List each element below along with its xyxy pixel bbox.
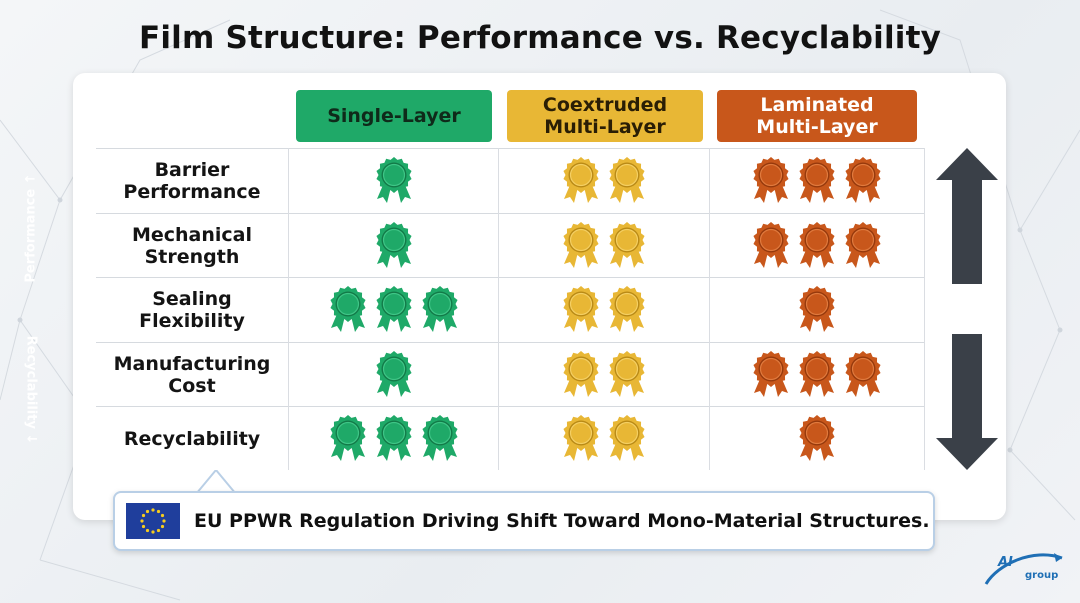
award-badge-icon [609,222,645,268]
award-badge-icon [375,157,412,203]
row-label-barrier-performance: Barrier Performance [96,149,288,213]
up-arrow-icon [936,148,998,284]
award-badge-icon [563,286,599,332]
award-badge-icon [609,157,645,203]
award-badge-icon [329,286,366,332]
rating-cell [499,278,709,342]
comparison-card [73,73,1006,520]
rating-cell [289,214,498,278]
performance-recyclability-arrow [936,148,998,470]
column-divider [498,148,499,470]
award-badge-icon [753,157,789,203]
award-badge-icon [563,351,599,397]
down-arrow-icon [936,334,998,470]
logo-text-secondary: group [1025,570,1059,581]
award-badge-icon [421,286,458,332]
column-divider [288,148,289,470]
row-label-text: Sealing Flexibility [139,288,245,332]
rating-cell [710,278,924,342]
row-label-text: Barrier Performance [123,159,261,203]
rating-cell [289,343,498,407]
row-label-text: Manufacturing Cost [113,353,271,397]
row-label-recyclability: Recyclability [96,407,288,471]
award-badge-icon [375,222,412,268]
column-header-laminated: Laminated Multi-Layer [717,90,917,142]
rating-cell [289,407,498,471]
row-divider [96,342,924,343]
award-badge-icon [375,286,412,332]
column-divider [709,148,710,470]
award-badge-icon [845,222,881,268]
rating-cell [710,407,924,471]
award-badge-icon [799,157,835,203]
row-label-sealing-flexibility: Sealing Flexibility [96,278,288,342]
award-badge-icon [753,351,789,397]
recyclability-axis-label: Recyclability ↓ [23,335,39,445]
award-badge-icon [609,286,645,332]
performance-axis-label: Performance ↑ [23,173,39,283]
award-badge-icon [609,415,645,461]
rating-cell [499,214,709,278]
row-label-text: Recyclability [123,428,261,450]
row-label-manufacturing-cost: Manufacturing Cost [96,343,288,407]
award-badge-icon [375,415,412,461]
award-badge-icon [799,351,835,397]
rating-cell [710,214,924,278]
eu-flag-icon [126,503,180,539]
award-badge-icon [329,415,366,461]
award-badge-icon [609,351,645,397]
award-badge-icon [563,415,599,461]
row-divider [96,148,924,149]
rating-cell [710,149,924,213]
award-badge-icon [799,415,835,461]
rating-cell [499,407,709,471]
award-badge-icon [845,157,881,203]
rating-cell [499,343,709,407]
row-divider [96,213,924,214]
award-badge-icon [753,222,789,268]
award-badge-icon [375,351,412,397]
award-badge-icon [421,415,458,461]
logo-text-primary: AI [998,555,1013,570]
column-header-coextruded: Coextruded Multi-Layer [507,90,703,142]
company-logo [984,553,1063,585]
rating-cell [499,149,709,213]
row-divider [96,277,924,278]
award-badge-icon [845,351,881,397]
row-label-text: Mechanical Strength [131,224,253,268]
callout-text: EU PPWR Regulation Driving Shift Toward … [194,510,930,532]
award-badge-icon [799,222,835,268]
award-badge-icon [799,286,835,332]
column-header-label: Laminated Multi-Layer [756,94,878,138]
column-header-label: Coextruded Multi-Layer [542,94,668,138]
column-divider [924,148,925,470]
rating-cell [289,149,498,213]
column-header-label: Single-Layer [327,105,461,127]
page-title: Film Structure: Performance vs. Recyclab… [138,20,942,56]
award-badge-icon [563,157,599,203]
regulation-callout: EU PPWR Regulation Driving Shift Toward … [113,491,935,551]
row-label-mechanical-strength: Mechanical Strength [96,214,288,278]
award-badge-icon [563,222,599,268]
rating-cell [710,343,924,407]
rating-cell [289,278,498,342]
row-divider [96,406,924,407]
column-header-single-layer: Single-Layer [296,90,492,142]
